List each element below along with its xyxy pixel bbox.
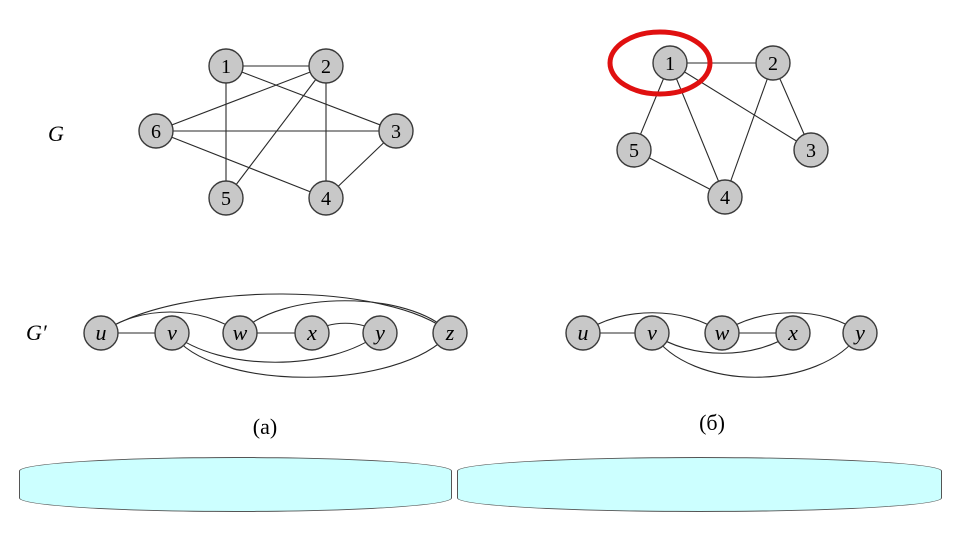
node-bt-2: 2 [755,45,791,81]
graph-label-g-prime: G′ [26,320,48,345]
edge-g-2-6 [155,65,327,132]
node-g-1-label: 1 [221,56,231,78]
edge-gp-v-y [171,332,381,363]
graph-label-g: G [48,121,64,146]
node-bt-2-label: 2 [768,53,778,75]
graph-g-prime: u v w x y z [83,293,468,378]
node-g-3: 3 [378,113,414,149]
node-bt-5: 5 [616,132,652,168]
node-gp-w: w [222,315,258,351]
edge-bt-2-4 [724,62,774,198]
node-gp-y: y [362,315,398,351]
graph-b-top: 1 2 3 4 5 [607,29,829,215]
node-bt-5-label: 5 [629,140,639,162]
node-gp-u: u [83,315,119,351]
node-g-6: 6 [138,113,174,149]
node-bb-u-label: u [578,320,589,345]
left-panel-box [19,457,452,512]
node-bt-3: 3 [793,132,829,168]
node-bb-v: v [634,315,670,351]
node-bt-4-label: 4 [720,187,730,209]
edge-gp-v-z [171,332,451,378]
right-panel-box [457,457,942,512]
node-g-5-label: 5 [221,188,231,210]
edge-bb-v-y [651,332,861,378]
node-gp-z-label: z [445,320,455,345]
graph-g: 1 2 3 4 5 6 [138,48,414,216]
node-gp-v: v [154,315,190,351]
edge-g-2-5 [225,65,327,199]
node-g-4: 4 [308,180,344,216]
node-bb-w: w [704,315,740,351]
node-gp-u-label: u [96,320,107,345]
node-bt-4: 4 [707,179,743,215]
node-bt-1: 1 [652,45,688,81]
node-g-2-label: 2 [321,56,331,78]
caption-a: (а) [253,414,277,439]
node-g-3-label: 3 [391,121,401,143]
node-bb-u: u [565,315,601,351]
node-bt-1-label: 1 [665,53,675,75]
node-g-6-label: 6 [151,121,161,143]
node-gp-z: z [432,315,468,351]
node-bb-y-label: y [853,320,865,345]
node-g-5: 5 [208,180,244,216]
node-gp-w-label: w [233,320,248,345]
node-bb-x-label: x [787,320,798,345]
node-bb-v-label: v [647,320,657,345]
edge-gp-u-z [100,293,451,334]
node-gp-x: x [294,315,330,351]
edge-g-6-4 [155,130,327,199]
edge-g-1-3 [225,65,397,132]
node-bt-3-label: 3 [806,140,816,162]
highlight-ring [607,29,713,97]
node-g-2: 2 [308,48,344,84]
edge-bt-1-3 [669,62,812,151]
node-g-1: 1 [208,48,244,84]
edge-gp-w-z [239,300,451,334]
caption-b: (б) [699,410,725,435]
edge-bt-1-4 [669,62,726,198]
node-gp-y-label: y [373,320,385,345]
node-gp-v-label: v [167,320,177,345]
graph-b-bottom: u v w x y [565,312,878,378]
node-bb-x: x [775,315,811,351]
node-g-4-label: 4 [321,188,331,210]
node-bb-w-label: w [715,320,730,345]
node-bb-y: y [842,315,878,351]
node-gp-x-label: x [306,320,317,345]
